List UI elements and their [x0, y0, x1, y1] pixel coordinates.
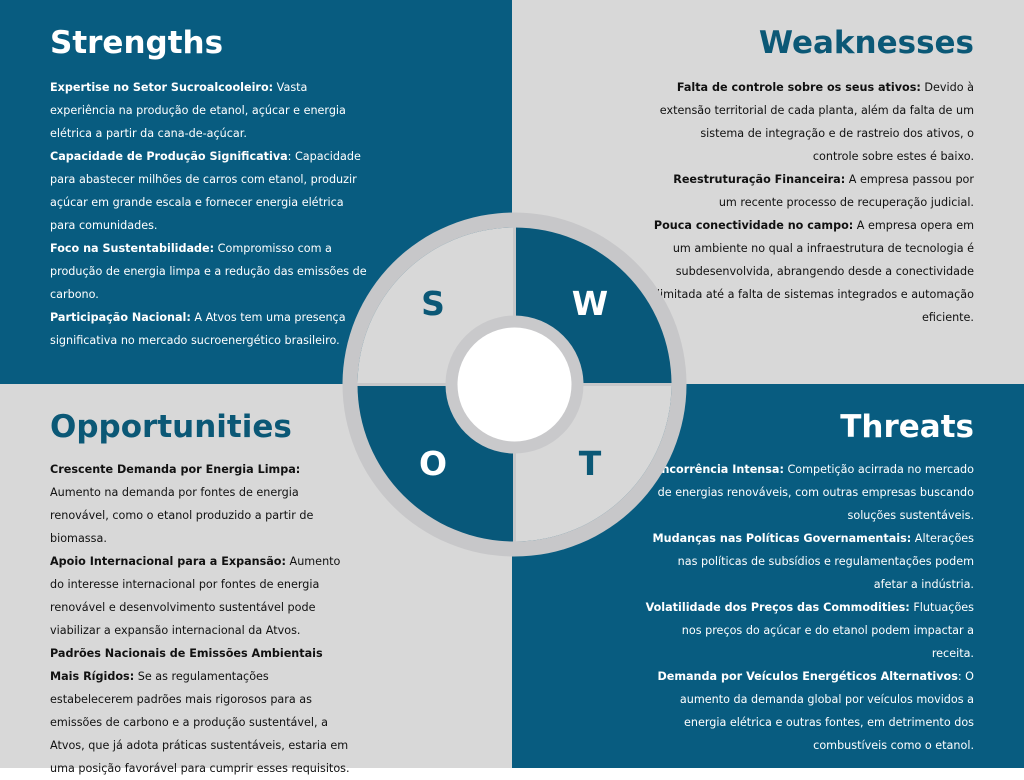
threat-item: Volatilidade dos Preços das Commodities:… — [644, 596, 974, 665]
weakness-item: Pouca conectividade no campo: A empresa … — [652, 214, 974, 329]
center-circle — [457, 327, 572, 442]
strength-item: Participação Nacional: A Atvos tem uma p… — [50, 306, 372, 352]
strength-item-text: Compromisso com a produção de energia li… — [50, 242, 367, 301]
swot-letter-s: S — [421, 284, 445, 323]
strength-item-text: : Capacidade para abastecer milhões de c… — [50, 150, 361, 232]
opportunity-item-heading: Crescente Demanda por Energia Limpa: — [50, 463, 301, 476]
strength-item: Foco na Sustentabilidade: Compromisso co… — [50, 237, 372, 306]
opportunity-item-text: Aumento na demanda por fontes de energia… — [50, 486, 314, 545]
threat-item-heading: Concorrência Intensa: — [645, 463, 784, 476]
threats-list: Concorrência Intensa: Competição acirrad… — [644, 458, 974, 757]
opportunity-item-text: Aumento do interesse internacional por f… — [50, 555, 341, 637]
swot-letter-w: W — [571, 284, 609, 323]
opportunity-item-heading: Apoio Internacional para a Expansão: — [50, 555, 286, 568]
threat-item: Mudanças nas Políticas Governamentais: A… — [644, 527, 975, 596]
strength-item-heading: Capacidade de Produção Significativa — [50, 150, 288, 163]
threats-title: Threats — [840, 409, 974, 445]
strength-item-text: Vasta experiência na produção de etanol,… — [50, 81, 346, 140]
opportunities-list: Crescente Demanda por Energia Limpa: Aum… — [50, 458, 350, 780]
weakness-item: Falta de controle sobre os seus ativos: … — [652, 76, 974, 168]
strength-item: Expertise no Setor Sucroalcooleiro: Vast… — [50, 76, 372, 145]
threat-item-text: Flutuações nos preços do açúcar e do eta… — [681, 601, 974, 660]
strength-item-heading: Participação Nacional: — [50, 311, 191, 324]
strength-item-text: A Atvos tem uma presença significativa n… — [50, 311, 346, 347]
strengths-title: Strengths — [50, 25, 224, 61]
opportunity-item-text: Se as regulamentações estabelecerem padr… — [50, 670, 350, 775]
weakness-item-heading: Reestruturação Financeira: — [673, 173, 846, 186]
strengths-quadrant: Strengths Expertise no Setor Sucroalcool… — [0, 0, 512, 384]
weakness-item-text: A empresa passou por um recente processo… — [718, 173, 974, 209]
weakness-item-heading: Falta de controle sobre os seus ativos: — [676, 81, 921, 94]
strength-item-heading: Foco na Sustentabilidade: — [50, 242, 215, 255]
swot-letter-o: O — [418, 444, 448, 483]
threat-item-heading: Volatilidade dos Preços das Commodities: — [645, 601, 910, 614]
opportunity-item: Crescente Demanda por Energia Limpa: Aum… — [50, 458, 350, 550]
threat-item: Demanda por Veículos Energéticos Alterna… — [644, 665, 974, 757]
threat-item-heading: Mudanças nas Políticas Governamentais: — [652, 532, 912, 545]
threat-item-heading: Demanda por Veículos Energéticos Alterna… — [657, 670, 958, 683]
opportunity-item: Apoio Internacional para a Expansão: Aum… — [50, 550, 350, 642]
weakness-item-text: Devido à extensão territorial de cada pl… — [659, 81, 974, 163]
weaknesses-list: Falta de controle sobre os seus ativos: … — [652, 76, 974, 329]
swot-letter-t: T — [578, 444, 602, 483]
opportunities-title: Opportunities — [50, 409, 292, 445]
weakness-item-heading: Pouca conectividade no campo: — [653, 219, 854, 232]
threat-item-text: : O aumento da demanda global por veícul… — [679, 670, 974, 752]
strengths-list: Expertise no Setor Sucroalcooleiro: Vast… — [50, 76, 372, 352]
threat-item-text: Competição acirrada no mercado de energi… — [657, 463, 974, 522]
swot-circle-graphic — [342, 212, 687, 557]
weakness-item-text: A empresa opera em um ambiente no qual a… — [656, 219, 974, 324]
threat-item-text: Alterações nas políticas de subsídios e … — [677, 532, 974, 591]
opportunity-item: Padrões Nacionais de Emissões Ambientais… — [50, 642, 350, 780]
weakness-item: Reestruturação Financeira: A empresa pas… — [652, 168, 974, 214]
strength-item: Capacidade de Produção Significativa: Ca… — [50, 145, 372, 237]
opportunity-item-heading: Padrões Nacionais de Emissões Ambientais… — [50, 647, 323, 683]
threat-item: Concorrência Intensa: Competição acirrad… — [644, 458, 974, 527]
weaknesses-title: Weaknesses — [758, 25, 974, 61]
strength-item-heading: Expertise no Setor Sucroalcooleiro: — [50, 81, 274, 94]
